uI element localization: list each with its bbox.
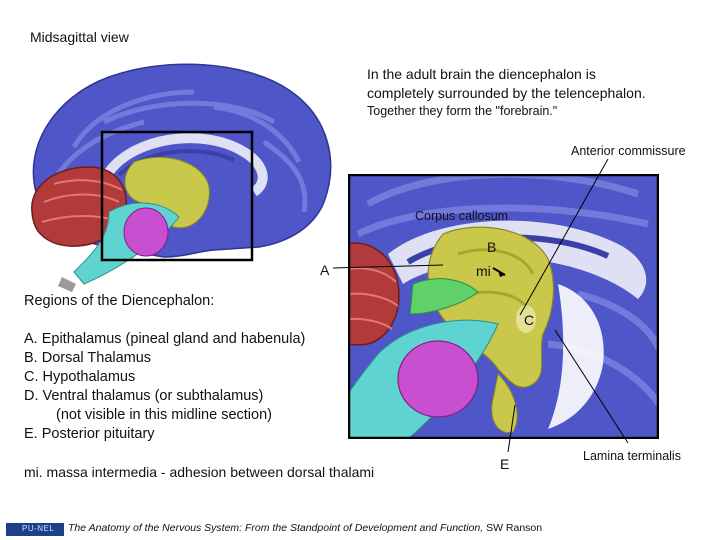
overview-brain-figure (31, 63, 332, 292)
label-B: B (487, 239, 497, 255)
overview-diencephalon (124, 156, 210, 229)
regions-list: Regions of the Diencephalon: A. Epithala… (24, 292, 305, 444)
zoomed-diencephalon (427, 226, 554, 388)
region-item-c: C. Hypothalamus (24, 369, 136, 385)
label-mi: mi (476, 263, 491, 279)
intro-line-3: Together they form the "forebrain." (367, 104, 558, 118)
label-C: C (524, 312, 535, 328)
footer-citation-title: The Anatomy of the Nervous System: From … (68, 522, 484, 534)
region-item-d-note: (not visible in this midline section) (56, 407, 272, 423)
heading: Midsagittal view (30, 29, 129, 45)
footer-logo-text: PU-NEL (22, 524, 55, 533)
intro-line-2: completely surrounded by the telencephal… (367, 85, 646, 101)
leader-lamina-terminalis (554, 329, 629, 444)
leader-A (332, 264, 444, 269)
region-item-e: E. Posterior pituitary (24, 426, 155, 442)
massa-intermedia-note: mi. massa intermedia - adhesion between … (24, 464, 375, 480)
label-A: A (320, 262, 330, 278)
region-item-a: A. Epithalamus (pineal gland and habenul… (24, 331, 306, 347)
region-item-b: B. Dorsal Thalamus (24, 350, 152, 366)
label-corpus-callosum: Corpus callosum (415, 209, 509, 223)
footer-citation-author: SW Ranson (483, 522, 543, 534)
zoom-indicator-box (100, 130, 254, 262)
footer-logo (6, 523, 64, 536)
intro-line-1: In the adult brain the diencephalon is (367, 66, 596, 82)
leader-anterior-commissure (519, 158, 609, 316)
label-anterior-commissure: Anterior commissure (571, 144, 686, 158)
zoomed-diencephalon-figure (348, 174, 659, 439)
overview-pons (123, 207, 169, 257)
zoomed-pons (397, 340, 479, 418)
footer-citation: The Anatomy of the Nervous System: From … (68, 522, 542, 535)
label-lamina-terminalis: Lamina terminalis (583, 449, 681, 463)
regions-title: Regions of the Diencephalon: (24, 293, 215, 309)
label-E: E (500, 456, 510, 472)
leader-E (507, 404, 516, 453)
region-item-d: D. Ventral thalamus (or subthalamus) (24, 388, 264, 404)
